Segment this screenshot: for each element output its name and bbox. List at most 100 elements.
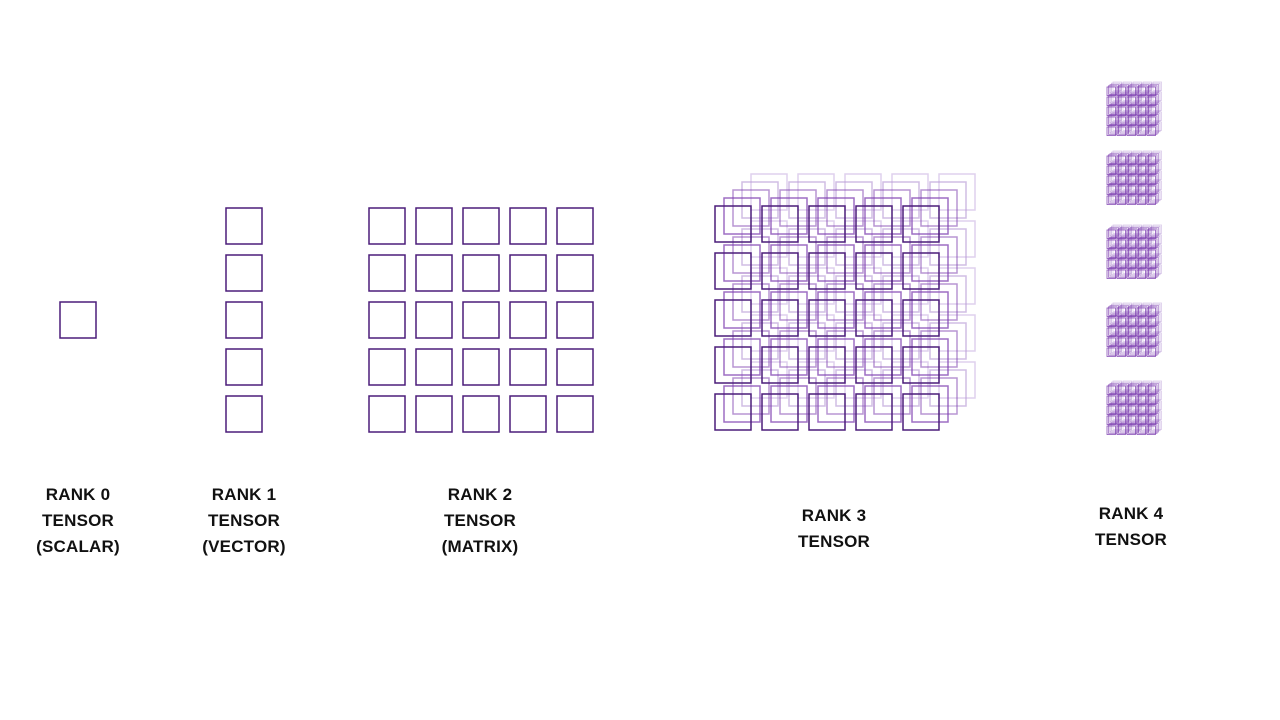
matrix-cell — [509, 348, 547, 386]
matrix-cell — [415, 348, 453, 386]
rank3-cell — [855, 299, 893, 337]
rank3-cell — [864, 338, 902, 376]
vector-cell — [225, 301, 263, 339]
rank4-cell — [1136, 185, 1146, 195]
rank4-cell — [1146, 327, 1156, 337]
matrix-cell — [509, 207, 547, 245]
rank4-cell — [1116, 185, 1126, 195]
rank4-cell — [1116, 116, 1126, 126]
rank4-cell — [1116, 165, 1126, 175]
rank4-cell — [1116, 269, 1126, 279]
rank4-cell — [1146, 229, 1156, 239]
matrix-cell — [556, 348, 594, 386]
rank4-cell — [1136, 86, 1146, 96]
rank4-cell — [1149, 84, 1159, 94]
rank3-cell — [770, 385, 808, 423]
rank4-cell — [1106, 269, 1116, 279]
rank-2-matrix-graphic — [368, 207, 594, 433]
rank3-cell — [864, 385, 902, 423]
rank4-cell — [1126, 405, 1136, 415]
matrix-cell — [415, 207, 453, 245]
rank4-cell — [1106, 155, 1116, 165]
rank4-cell — [1136, 126, 1146, 136]
rank4-cell — [1146, 86, 1156, 96]
rank4-cell — [1116, 106, 1126, 116]
rank3-cell — [770, 338, 808, 376]
rank-2-label: RANK 2 TENSOR (MATRIX) — [420, 482, 540, 560]
rank4-cell — [1146, 307, 1156, 317]
rank3-cell — [911, 291, 949, 329]
rank3-cell — [855, 205, 893, 243]
rank4-cell — [1146, 317, 1156, 327]
rank-2-label-line-2: TENSOR — [443, 511, 517, 530]
matrix-cell — [462, 301, 500, 339]
rank3-cell — [761, 346, 799, 384]
rank4-cell — [1146, 185, 1156, 195]
rank4-cell — [1106, 175, 1116, 185]
rank4-cell — [1116, 239, 1126, 249]
rank4-cell — [1106, 385, 1116, 395]
rank4-cell — [1136, 229, 1146, 239]
rank4-cell — [1136, 106, 1146, 116]
rank4-cell — [1126, 259, 1136, 269]
rank4-cell — [1136, 175, 1146, 185]
rank3-cell — [864, 244, 902, 282]
rank-2-label-line-3: (MATRIX) — [441, 537, 519, 556]
rank-0-label: RANK 0 TENSOR (SCALAR) — [18, 482, 138, 560]
rank3-cell — [864, 197, 902, 235]
rank4-cell — [1106, 229, 1116, 239]
matrix-cell — [368, 301, 406, 339]
matrix-cell — [556, 395, 594, 433]
matrix-cell — [415, 254, 453, 292]
rank3-cell — [817, 197, 855, 235]
rank4-cell — [1106, 86, 1116, 96]
rank3-cell — [902, 393, 940, 431]
rank4-cell — [1149, 227, 1159, 237]
rank3-cell — [855, 252, 893, 290]
vector-cell — [225, 254, 263, 292]
rank-0-label-line-2: TENSOR — [41, 511, 115, 530]
vector-cell — [225, 348, 263, 386]
rank4-cell — [1136, 269, 1146, 279]
rank4-cell — [1149, 305, 1159, 315]
rank4-cell — [1116, 155, 1126, 165]
rank-3-tensor-graphic — [714, 173, 976, 431]
rank4-cell — [1126, 116, 1136, 126]
rank4-cell — [1148, 154, 1158, 164]
rank4-cell — [1136, 347, 1146, 357]
rank4-cell — [1126, 126, 1136, 136]
rank4-cell — [1146, 385, 1156, 395]
rank4-cell — [1126, 96, 1136, 106]
rank3-cell — [808, 299, 846, 337]
rank3-cell — [714, 393, 752, 431]
rank4-cell — [1106, 337, 1116, 347]
rank4-cell — [1136, 116, 1146, 126]
rank-0-label-line-1: RANK 0 — [45, 485, 111, 504]
rank4-cell — [1106, 317, 1116, 327]
rank3-cell — [817, 338, 855, 376]
rank4-cell — [1136, 425, 1146, 435]
rank3-cell — [808, 205, 846, 243]
rank-0-scalar-graphic — [59, 301, 97, 339]
rank4-cell — [1126, 106, 1136, 116]
matrix-cell — [462, 207, 500, 245]
rank3-cell — [864, 291, 902, 329]
rank3-cell — [714, 205, 752, 243]
rank4-cell — [1126, 155, 1136, 165]
rank4-cell — [1126, 249, 1136, 259]
rank3-cell — [902, 346, 940, 384]
rank3-cell — [714, 346, 752, 384]
rank3-cell — [808, 346, 846, 384]
rank4-cell — [1106, 405, 1116, 415]
rank4-cell — [1146, 116, 1156, 126]
rank4-cell — [1106, 96, 1116, 106]
rank-4-tensor-graphic — [1106, 81, 1162, 435]
rank3-cell — [770, 244, 808, 282]
rank4-cell — [1116, 126, 1126, 136]
rank3-cell — [761, 393, 799, 431]
rank3-cell — [761, 252, 799, 290]
rank4-cell — [1116, 337, 1126, 347]
vector-cell — [225, 207, 263, 245]
rank4-cell — [1148, 384, 1158, 394]
